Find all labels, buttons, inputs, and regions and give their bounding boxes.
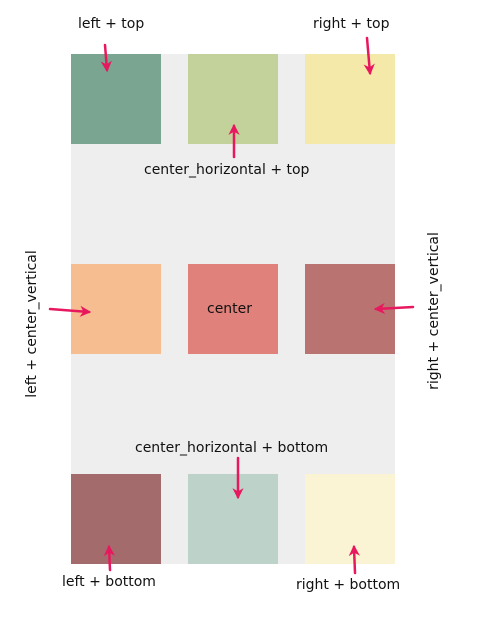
label-left-top: left + top xyxy=(78,16,145,32)
box-right-bottom xyxy=(305,474,395,564)
label-center: center xyxy=(207,301,253,317)
label-left-center-vertical: left + center_vertical xyxy=(24,250,40,398)
box-left-bottom xyxy=(71,474,161,564)
box-left-top xyxy=(71,54,161,144)
label-center-horizontal-bottom: center_horizontal + bottom xyxy=(135,440,329,456)
box-right-top xyxy=(305,54,395,144)
box-left-center-vertical xyxy=(71,264,161,354)
box-right-center-vertical xyxy=(305,264,395,354)
label-left-bottom: left + bottom xyxy=(62,574,156,590)
box-center xyxy=(188,264,278,354)
label-center-horizontal-top: center_horizontal + top xyxy=(144,162,310,178)
box-center-horizontal-top xyxy=(188,54,278,144)
label-right-center-vertical: right + center_vertical xyxy=(426,232,442,390)
label-right-bottom: right + bottom xyxy=(296,577,401,593)
box-center-horizontal-bottom xyxy=(188,474,278,564)
label-right-top: right + top xyxy=(313,16,390,32)
